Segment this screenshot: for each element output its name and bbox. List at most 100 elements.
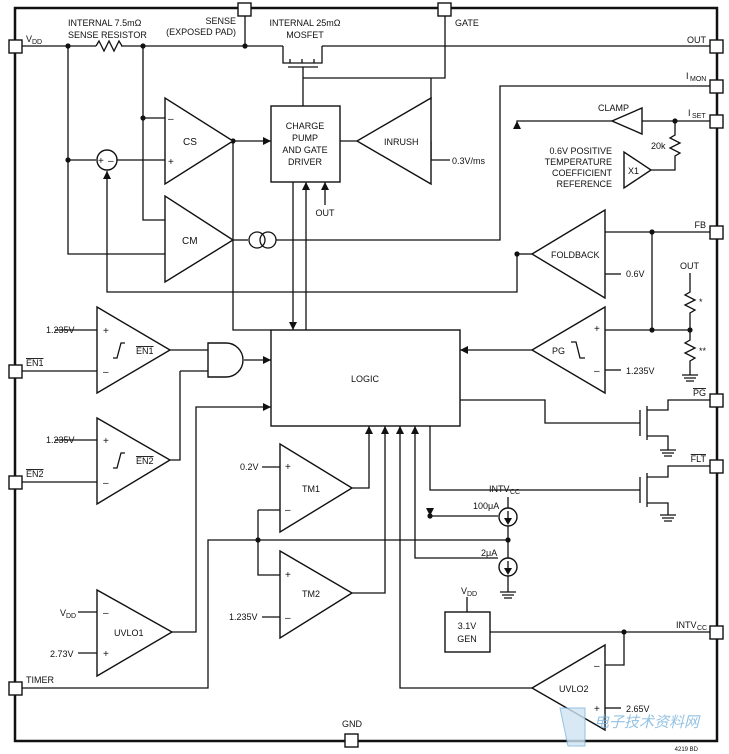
svg-text:CC: CC [510, 489, 520, 496]
sense-pin-label: SENSE (EXPOSED PAD) [166, 16, 236, 37]
imon-pin-label: I MON [686, 71, 706, 83]
svg-text:+: + [285, 462, 291, 473]
svg-text:GEN: GEN [457, 634, 477, 644]
summing-node: + – [96, 149, 118, 171]
svg-text:EN1: EN1 [136, 346, 154, 356]
svg-text:+: + [103, 326, 109, 337]
svg-text:V: V [60, 608, 66, 618]
svg-text:INTERNAL 25mΩ: INTERNAL 25mΩ [270, 18, 341, 28]
gen-3v1-block: 3.1V GEN [444, 611, 491, 653]
out-pin [709, 39, 724, 54]
svg-text:+: + [168, 157, 174, 168]
svg-text:DD: DD [32, 39, 42, 46]
logic-block: LOGIC [270, 329, 461, 427]
flt-pin-label: FLT [691, 454, 707, 464]
pg-pin [709, 393, 724, 408]
svg-text:INTV: INTV [676, 620, 697, 630]
intvcc-pin [709, 625, 724, 640]
svg-text:CS: CS [183, 137, 197, 148]
svg-text:UVLO1: UVLO1 [114, 628, 144, 638]
iset-pin-label: I SET [688, 108, 706, 120]
svg-text:DD: DD [467, 591, 477, 598]
svg-text:INTERNAL 7.5mΩ: INTERNAL 7.5mΩ [68, 18, 142, 28]
svg-text:TM1: TM1 [302, 484, 320, 494]
svg-text:SENSE RESISTOR: SENSE RESISTOR [68, 30, 147, 40]
svg-text:MON: MON [690, 76, 706, 83]
uvlo1-comparator: – + UVLO1 [96, 588, 174, 678]
en2-ref-label: 1.235V [46, 435, 75, 445]
svg-text:LOGIC: LOGIC [351, 374, 380, 384]
svg-text:EN2: EN2 [136, 456, 154, 466]
svg-text:–: – [285, 505, 291, 516]
fb-pin [709, 225, 724, 240]
arrowheads [103, 121, 521, 516]
svg-text:+: + [285, 570, 291, 581]
svg-text:SET: SET [692, 113, 706, 120]
svg-text:3.1V: 3.1V [458, 621, 477, 631]
tm1-comparator: + – TM1 [279, 442, 354, 534]
svg-text:MOSFET: MOSFET [286, 30, 324, 40]
mosfet-label: INTERNAL 25mΩ MOSFET [270, 18, 341, 40]
svg-text:TEMPERATURE: TEMPERATURE [545, 157, 612, 167]
intvcc-node-label: INTV CC [489, 484, 520, 496]
watermark-logo: 电子技术资料网 [559, 707, 701, 747]
svg-text:REFERENCE: REFERENCE [556, 179, 612, 189]
pin-squares [8, 2, 724, 748]
timer-pin-label: TIMER [26, 675, 54, 685]
tm2-comparator: + – TM2 [279, 549, 354, 640]
svg-text:PG: PG [552, 346, 565, 356]
uvlo2-ref-label: 2.65V [626, 704, 650, 714]
out-divider-label: OUT [680, 261, 700, 271]
timer-pin [8, 681, 23, 696]
pg-ref-label: 1.235V [626, 366, 655, 376]
svg-text:X1: X1 [628, 166, 639, 176]
en2-pin-label: EN2 [26, 469, 44, 479]
current-source-100ua [498, 507, 518, 527]
svg-text:PUMP: PUMP [292, 133, 318, 143]
en2-pin [8, 475, 23, 490]
en2-comparator: + – EN2 [96, 416, 172, 506]
uvlo1-ref-label: 2.73V [50, 649, 74, 659]
svg-text:–: – [594, 661, 600, 672]
svg-text:I: I [686, 71, 689, 81]
foldback-amplifier: FOLDBACK [530, 208, 606, 300]
i100-label: 100μA [473, 501, 499, 511]
tempco-reference-label: 0.6V POSITIVE TEMPERATURE COEFFICIENT RE… [545, 146, 613, 189]
tm1-ref-label: 0.2V [240, 462, 259, 472]
pg-comparator: + – PG [530, 305, 606, 395]
svg-text:COEFFICIENT: COEFFICIENT [552, 168, 613, 178]
svg-text:–: – [103, 367, 109, 378]
svg-text:CHARGE: CHARGE [286, 121, 325, 131]
svg-text:CC: CC [697, 625, 707, 632]
out-pin-label: OUT [687, 35, 707, 45]
svg-text:+: + [594, 324, 600, 335]
svg-text:DRIVER: DRIVER [288, 157, 323, 167]
uvlo1-vdd-label: V DD [60, 608, 76, 620]
svg-text:电子技术资料网: 电子技术资料网 [594, 713, 701, 731]
svg-text:–: – [103, 478, 109, 489]
current-source-2ua [498, 557, 518, 577]
cm-amplifier: CM [164, 194, 235, 284]
sense-pin [237, 2, 252, 17]
svg-text:INRUSH: INRUSH [384, 137, 419, 147]
svg-text:INTV: INTV [489, 484, 510, 494]
gnd-pin-label: GND [342, 719, 363, 729]
sense-resistor-label: INTERNAL 7.5mΩ SENSE RESISTOR [68, 18, 147, 40]
svg-text:–: – [103, 608, 109, 619]
vdd-pin [8, 39, 23, 54]
pg-pin-label: PG [693, 388, 706, 398]
svg-text:FOLDBACK: FOLDBACK [551, 250, 600, 260]
cs-amplifier: – + CS [164, 96, 235, 186]
divider-star1: * [699, 297, 703, 307]
divider-star2: ** [699, 346, 707, 356]
svg-text:0.6V POSITIVE: 0.6V POSITIVE [549, 146, 612, 156]
fb-pin-label: FB [694, 220, 706, 230]
foldback-ref-label: 0.6V [626, 269, 645, 279]
inrush-amplifier: INRUSH [355, 96, 432, 186]
svg-text:V: V [26, 34, 32, 44]
svg-text:AND GATE: AND GATE [282, 145, 327, 155]
tm2-ref-label: 1.235V [229, 612, 258, 622]
figure-code: 4219 BD [675, 747, 699, 753]
svg-text:SENSE: SENSE [205, 16, 236, 26]
